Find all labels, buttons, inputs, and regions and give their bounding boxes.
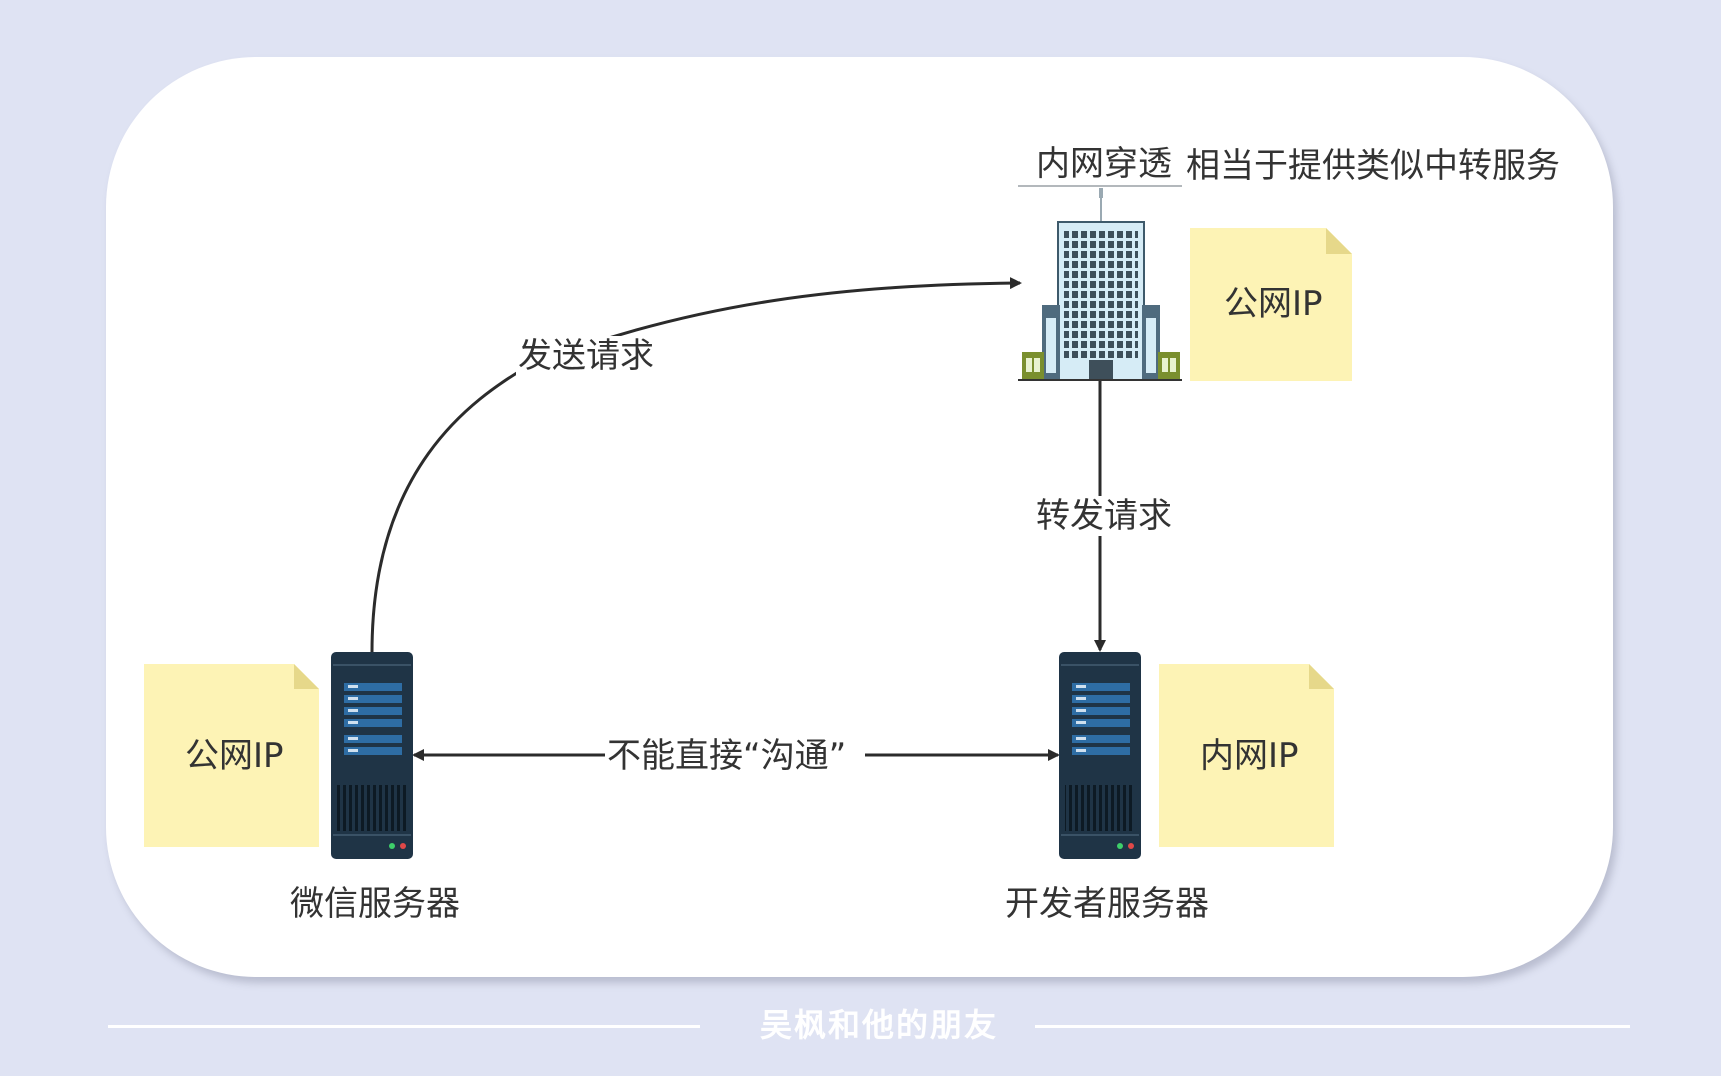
relay-note: 相当于提供类似中转服务: [1186, 146, 1560, 186]
relay-ip-text: 公网IP: [1224, 284, 1323, 324]
dev-ip-text: 内网IP: [1200, 736, 1299, 776]
footer-line-right: [1035, 1025, 1630, 1028]
wechat-ip-note: [144, 664, 319, 847]
wechat-ip-text: 公网IP: [185, 736, 284, 776]
wechat-server-icon: [331, 652, 413, 859]
relay-ip-note: [1190, 228, 1352, 381]
edge-forward-label: 转发请求: [1034, 496, 1174, 536]
footer-line-left: [108, 1025, 700, 1028]
relay-title: 内网穿透: [1036, 144, 1172, 184]
dev-server-icon: [1059, 652, 1141, 859]
edge-send-request: [370, 277, 1022, 653]
edge-send-label: 发送请求: [516, 336, 656, 376]
dev-server-label: 开发者服务器: [1005, 884, 1209, 924]
dev-ip-note: [1159, 664, 1334, 847]
building-icon: [1018, 188, 1182, 381]
footer-watermark: 吴枫和他的朋友: [760, 1006, 999, 1044]
edge-cannot-label: 不能直接“沟通”: [605, 736, 849, 776]
wechat-server-label: 微信服务器: [290, 884, 460, 924]
